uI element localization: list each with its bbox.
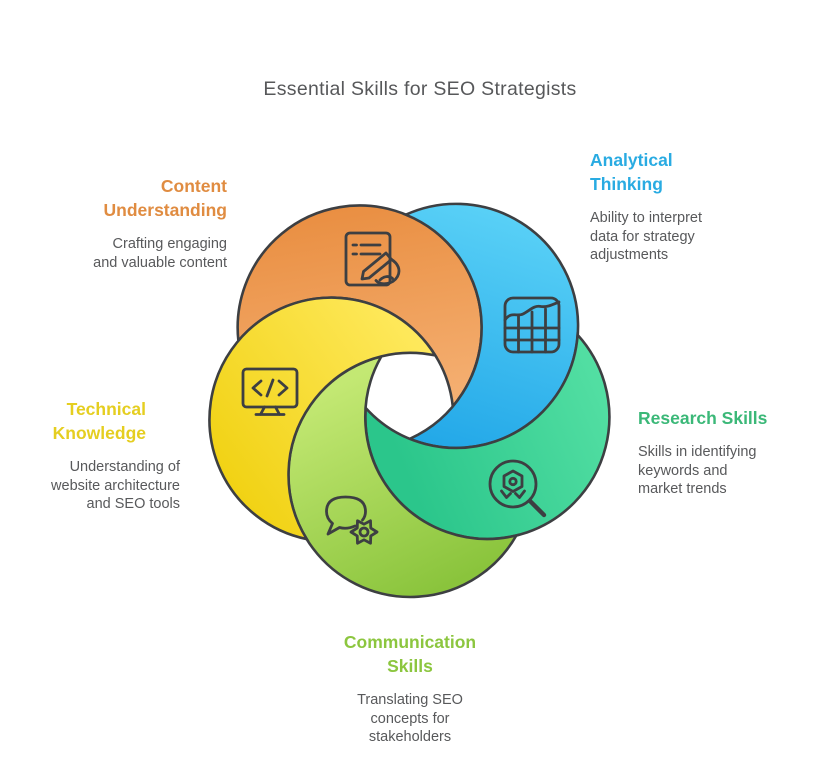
- label-block-technical-knowledge: Technical Knowledge Understanding of web…: [51, 397, 180, 514]
- research-magnifier-icon: [488, 459, 547, 518]
- content-writing-icon: [344, 231, 401, 287]
- skill-label-communication-skills: Communication Skills: [343, 632, 477, 676]
- skill-label-technical-knowledge: Technical Knowledge: [52, 399, 146, 443]
- technical-monitor-code-icon: [241, 367, 299, 416]
- label-block-content-understanding: Content Understanding Crafting engaging …: [93, 174, 227, 272]
- analytics-chart-icon: [503, 296, 561, 354]
- communication-speech-gear-icon: [325, 495, 379, 545]
- skill-desc-research-skills: Skills in identifying keywords and marke…: [638, 444, 757, 497]
- skill-label-analytical-thinking: Analytical Thinking: [590, 150, 673, 194]
- label-block-communication-skills: Communication Skills Translating SEO con…: [280, 630, 540, 747]
- segment-technical-knowledge: [208, 296, 438, 541]
- diagram-title: Essential Skills for SEO Strategists: [263, 78, 577, 100]
- label-block-analytical-thinking: Analytical Thinking Ability to interpret…: [590, 148, 702, 265]
- skill-desc-communication-skills: Translating SEO concepts for stakeholder…: [357, 692, 463, 745]
- skill-desc-analytical-thinking: Ability to interpret data for strategy a…: [590, 210, 703, 263]
- label-block-research-skills: Research Skills Skills in identifying ke…: [638, 406, 767, 499]
- skill-desc-content-understanding: Crafting engaging and valuable content: [93, 236, 227, 271]
- skill-desc-technical-knowledge: Understanding of website architecture an…: [51, 459, 180, 512]
- skill-label-content-understanding: Content Understanding: [103, 176, 227, 220]
- skill-label-research-skills: Research Skills: [638, 408, 768, 428]
